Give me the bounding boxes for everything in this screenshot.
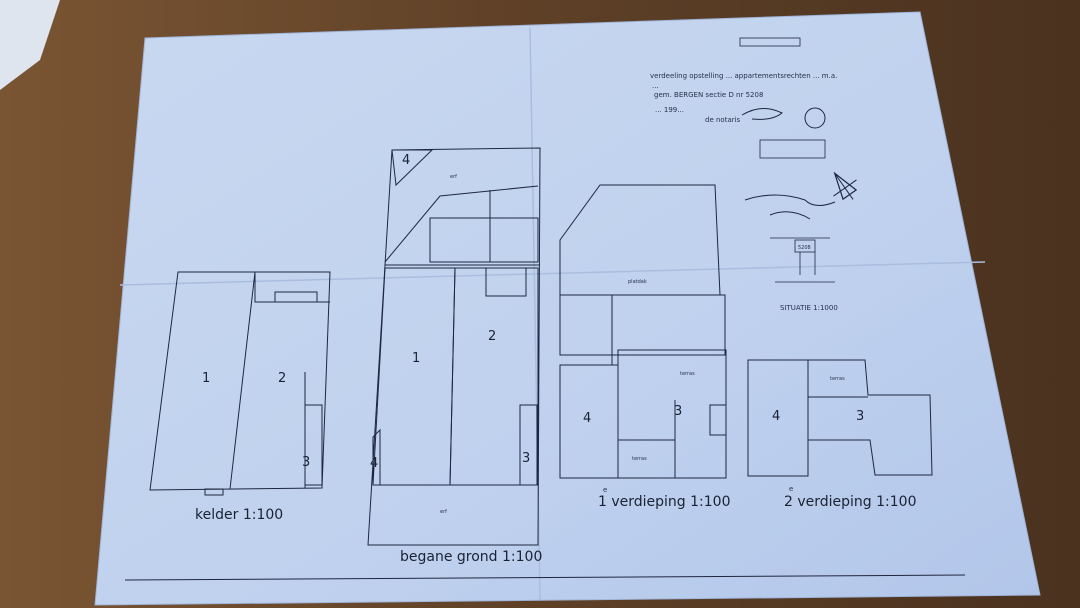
signature-icon-2 [744, 194, 836, 220]
header-line-2: ... [652, 82, 659, 90]
notary-label: de notaris [705, 116, 741, 124]
stamp-icon [804, 107, 826, 129]
header-line-1: verdeeling opstelling ... appartementsre… [650, 72, 837, 80]
plan-kelder: 1 2 3 [149, 271, 331, 496]
kelder-label-1: 1 [202, 371, 210, 386]
v2-tag-terras: terras [830, 376, 845, 382]
border-frame [124, 574, 966, 581]
begane-tag-erf-bottom: erf [440, 509, 447, 515]
header-line-4: ... 199... [655, 106, 684, 114]
v1-tag-terras-1: terras [680, 371, 695, 377]
stamp-icon-top [739, 37, 801, 47]
v2-caption: 2 verdieping 1:100 [784, 494, 917, 510]
v1-caption: 1 verdieping 1:100 [598, 494, 731, 510]
v1-tag-platdak: platdak [628, 279, 647, 285]
begane-label-4b: 4 [370, 456, 378, 471]
begane-label-2: 2 [488, 329, 496, 344]
signature-icon [741, 108, 783, 120]
situatie-plan: 5208 SITUATIE 1:1000 [770, 237, 838, 312]
v2-label-4: 4 [772, 409, 780, 424]
begane-label-4a: 4 [402, 153, 410, 168]
begane-label-3: 3 [522, 451, 530, 466]
registration-stamp [759, 139, 826, 159]
plan-begane-grond: 4 1 2 4 3 erf erf [367, 147, 541, 546]
fold-horizontal [119, 261, 986, 286]
v2-superscript: e [789, 485, 793, 493]
situatie-caption: SITUATIE 1:1000 [780, 304, 838, 312]
v1-superscript: e [603, 486, 607, 494]
second-sheet-edge [0, 0, 60, 90]
v1-label-3: 3 [674, 404, 682, 419]
paper-sheet [94, 11, 1041, 606]
plan-tweede-verdieping: 4 3 terras [747, 359, 933, 477]
v1-label-4: 4 [583, 411, 591, 426]
situatie-code: 5208 [798, 245, 811, 251]
begane-tag-erf-top: erf [450, 174, 457, 180]
header-text-block: verdeeling opstelling ... appartementsre… [650, 37, 858, 220]
kelder-label-2: 2 [278, 371, 286, 386]
v1-tag-terras-2: terras [632, 456, 647, 462]
begane-caption: begane grond 1:100 [400, 549, 542, 565]
kelder-label-3: 3 [302, 455, 310, 470]
plan-eerste-verdieping: 4 3 platdak terras terras [559, 184, 727, 479]
header-line-3: gem. BERGEN sectie D nr 5208 [654, 91, 763, 99]
kelder-caption: kelder 1:100 [195, 507, 283, 523]
begane-label-1: 1 [412, 351, 420, 366]
v2-label-3: 3 [856, 409, 864, 424]
north-arrow-icon [833, 171, 858, 201]
